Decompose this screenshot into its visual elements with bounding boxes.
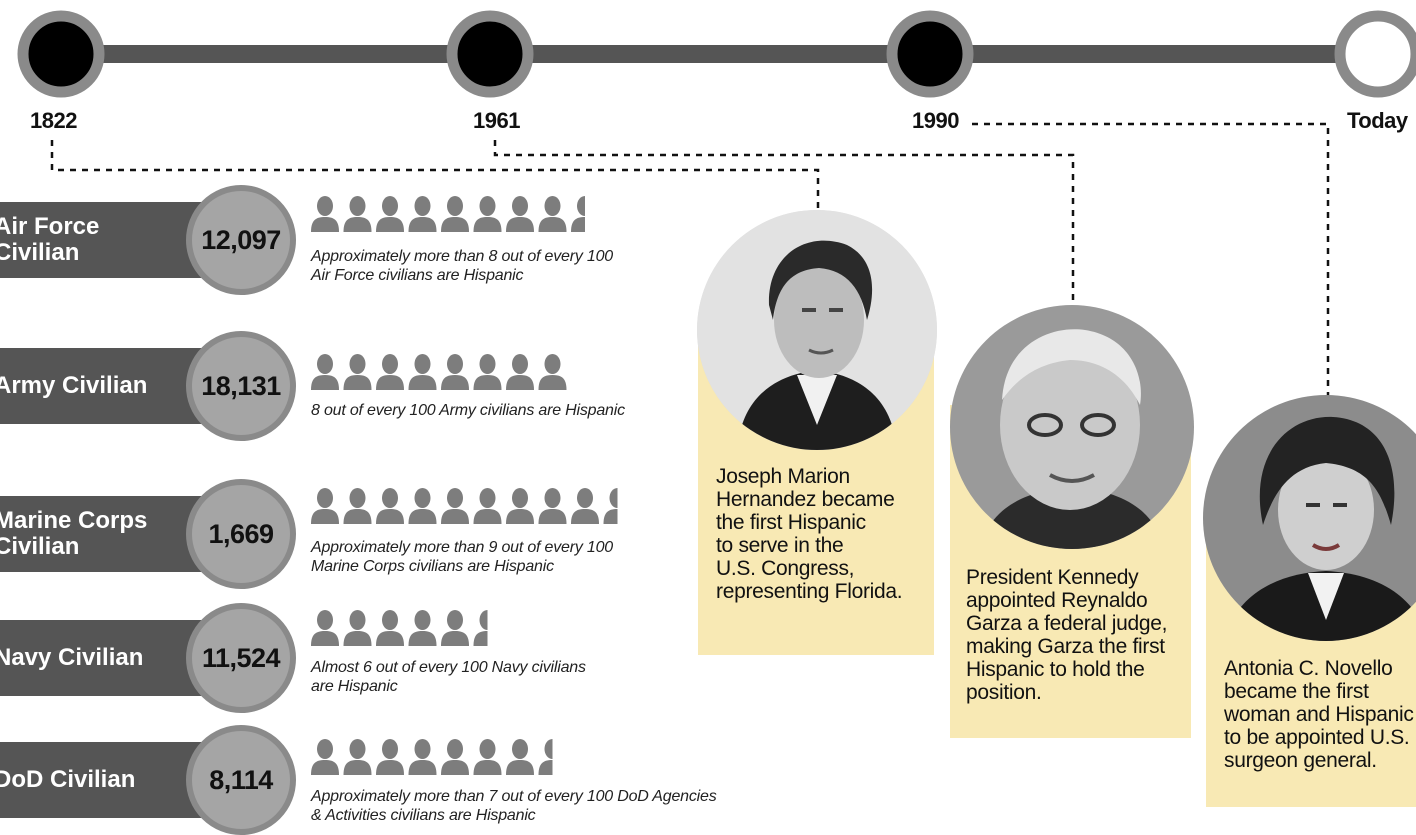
person-icon [376,354,404,390]
year-label-1990: 1990 [912,108,959,133]
connector-1961 [493,140,1075,300]
person-icon [538,488,567,524]
timeline-node-1990 [886,10,974,98]
person-icon [603,488,618,524]
milestone-text-hernandez: Joseph Marion Hernandez became the first… [716,465,903,603]
stat-count-navy: 11,524 [186,603,296,713]
person-icon [441,354,469,390]
person-icon [473,739,502,775]
person-icon [343,196,372,232]
milestone-text-novello: Antonia C. Novello became the first woma… [1224,657,1414,772]
person-icon [311,488,339,524]
person-icons-army [311,354,567,390]
person-icon [408,739,437,775]
stat-note-navy: Almost 6 out of every 100 Navy civilians… [311,659,586,695]
person-icons-dod [311,739,553,775]
person-icon [441,196,469,232]
person-icon [311,610,339,646]
connector-1990 [972,122,1330,400]
person-icon [441,488,469,524]
person-icons-air-force [311,196,585,232]
timeline-bar [60,45,1380,63]
person-icon [571,196,585,232]
stat-count-dod: 8,114 [186,725,296,835]
person-icon [376,610,404,646]
person-icon [311,739,339,775]
portrait-reynaldo-garza [950,305,1194,549]
stat-count-air-force: 12,097 [186,185,296,295]
person-icon [473,488,502,524]
person-icon [343,354,372,390]
person-icon [538,354,567,390]
timeline-node-1822 [17,10,105,98]
year-label-1961: 1961 [473,108,520,133]
milestone-text-garza: President Kennedy appointed Reynaldo Gar… [966,566,1168,704]
stat-note-army: 8 out of every 100 Army civilians are Hi… [311,402,625,419]
timeline-node-1961 [446,10,534,98]
person-icon [506,488,534,524]
person-icon [408,610,437,646]
stat-count-marine-corps: 1,669 [186,479,296,589]
stat-count-army: 18,131 [186,331,296,441]
person-icon [376,196,404,232]
stat-note-marine-corps: Approximately more than 9 out of every 1… [311,539,613,575]
person-icons-navy [311,610,488,646]
person-icon [441,610,469,646]
stat-note-dod: Approximately more than 7 out of every 1… [311,788,717,824]
person-icon [506,196,534,232]
person-icon [408,196,437,232]
person-icon [408,354,437,390]
person-icons-marine-corps [311,488,618,524]
person-icon [473,196,502,232]
person-icon [571,488,599,524]
portrait-joseph-hernandez [697,210,937,450]
connector-1822 [50,140,820,210]
person-icon [473,610,488,646]
timeline-node-today [1334,10,1416,98]
year-label-today: Today [1347,108,1408,133]
portrait-antonia-novello [1203,395,1416,641]
person-icon [311,196,339,232]
stat-note-air-force: Approximately more than 8 out of every 1… [311,248,613,284]
year-label-1822: 1822 [30,108,77,133]
person-icon [538,739,553,775]
person-icon [311,354,339,390]
person-icon [343,488,372,524]
person-icon [408,488,437,524]
person-icon [376,488,404,524]
person-icon [538,196,567,232]
person-icon [343,610,372,646]
person-icon [376,739,404,775]
person-icon [506,354,534,390]
person-icon [506,739,534,775]
person-icon [441,739,469,775]
person-icon [473,354,502,390]
person-icon [343,739,372,775]
